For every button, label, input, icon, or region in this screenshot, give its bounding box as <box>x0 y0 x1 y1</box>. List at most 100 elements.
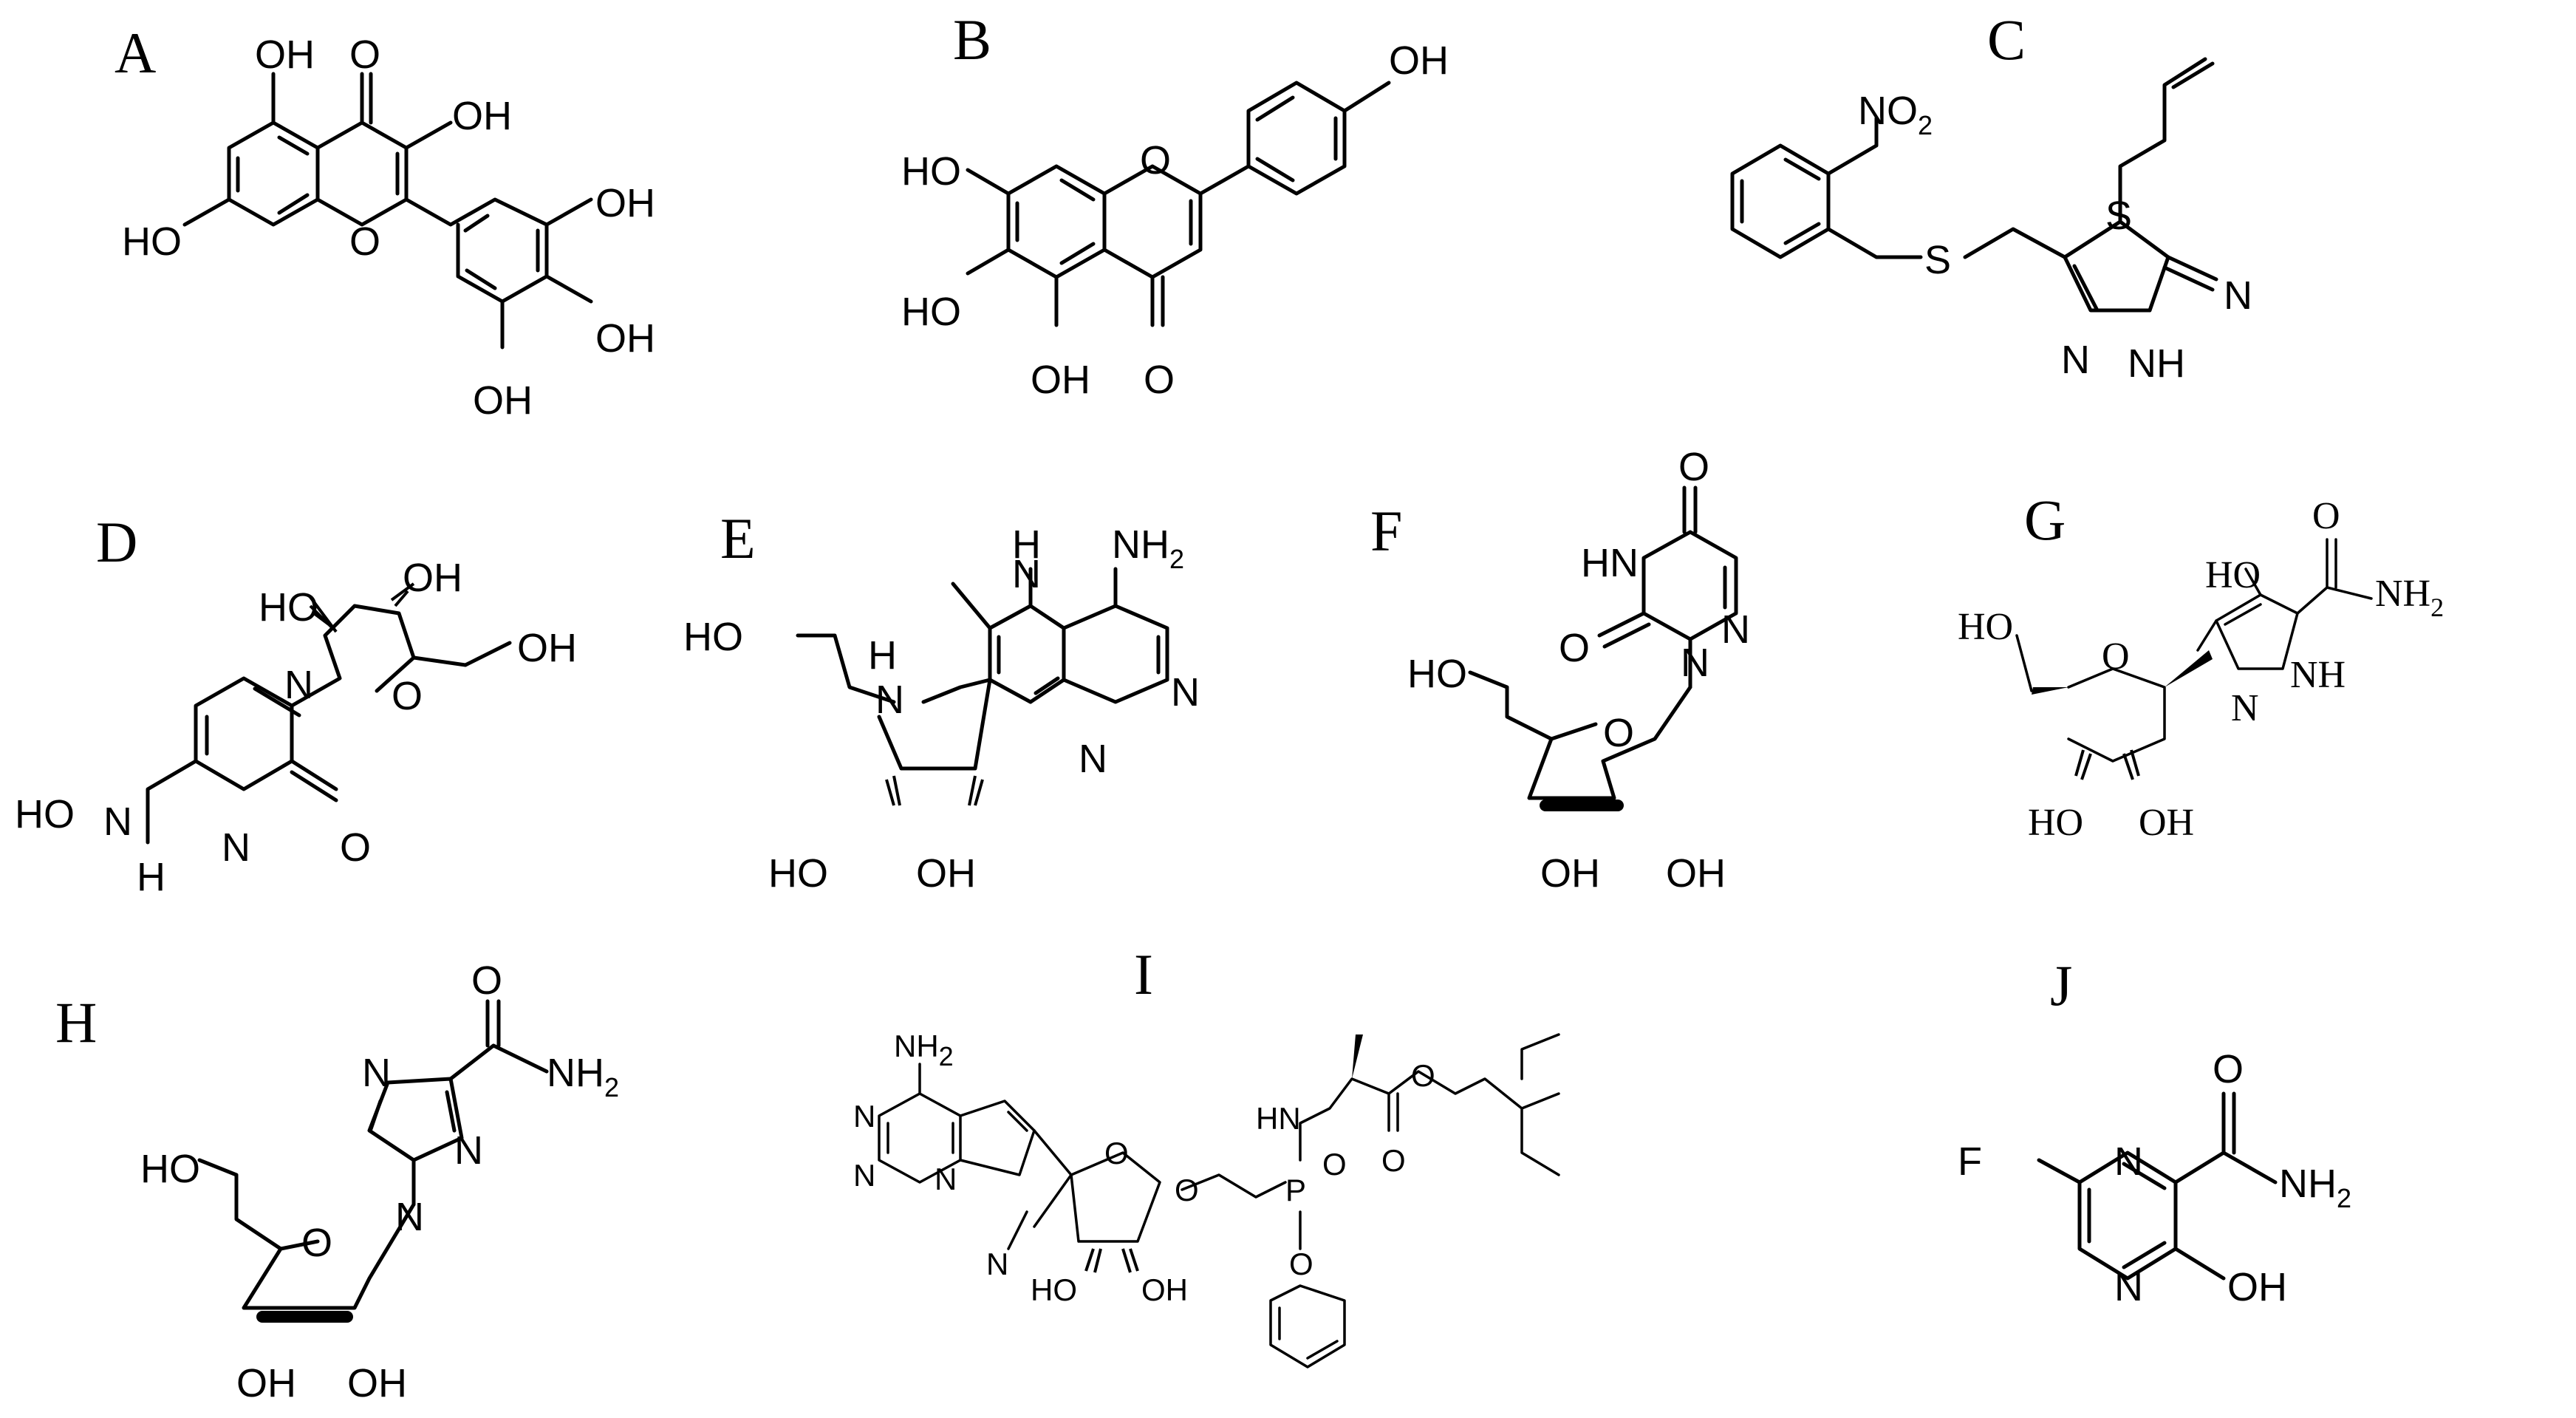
atom-oh-2p: OH <box>1666 851 1726 896</box>
atom-n-1: N <box>1681 641 1709 685</box>
panel-i: I NH2 HN O O N P O O N N O <box>853 942 1560 1368</box>
atom-ho-5p: HO <box>1958 606 2013 648</box>
atom-n-1: N <box>395 1195 424 1239</box>
atom-o-ring: O <box>2102 635 2130 678</box>
atom-o-carbonyl: O <box>1381 1143 1406 1178</box>
panel-letter-g: G <box>2024 488 2066 552</box>
atom-o-ring: O <box>392 674 423 718</box>
atom-oh-3p: OH <box>916 851 976 896</box>
atom-ho-5p: HO <box>1407 652 1467 696</box>
atom-nh2: NH2 <box>894 1029 954 1071</box>
atom-h-n4: H <box>137 855 165 899</box>
atom-ho-2p: HO <box>2028 802 2083 844</box>
atom-ho-2p: HO <box>768 851 828 896</box>
panel-d: D HO OH OH O N HO N H N O <box>15 510 577 899</box>
atom-s-thione: N <box>2224 273 2252 318</box>
atom-oh-5p: OH <box>517 626 577 670</box>
atom-oh-3p: OH <box>1540 851 1600 896</box>
atom-ho-n4: HO <box>15 792 75 836</box>
panel-b-structure <box>966 81 1391 327</box>
atom-nh2: NH2 <box>2279 1162 2351 1213</box>
panel-g-structure <box>2015 538 2373 780</box>
atom-s-thioether: S <box>1924 238 1951 282</box>
atom-ho-7: HO <box>901 149 961 194</box>
atom-n-2: N <box>454 1128 483 1173</box>
atom-ho-6: HO <box>901 290 961 334</box>
atom-p: P <box>1285 1173 1306 1207</box>
atom-n-ring-a: N <box>853 1099 875 1134</box>
atom-n-4: N <box>103 800 132 844</box>
atom-oh-5: OH <box>1031 358 1090 402</box>
atom-oh-3p: OH <box>2139 802 2194 844</box>
atom-ho-2p: HO <box>259 585 318 630</box>
atom-oh-3p: OH <box>236 1361 296 1405</box>
atom-n-1: N <box>1171 670 1200 715</box>
panel-letter-f: F <box>1370 499 1402 563</box>
atom-ho-4: HO <box>2205 554 2261 596</box>
panel-d-structure <box>146 582 512 845</box>
atom-h-pyrrolidine: H <box>868 633 897 678</box>
atom-nh2: NH2 <box>1112 522 1184 574</box>
panel-letter-i: I <box>1134 942 1153 1006</box>
atom-oh-4p: OH <box>595 316 655 361</box>
atom-o-amide: O <box>2312 495 2340 537</box>
atom-o-phosphoryl: O <box>1322 1147 1347 1182</box>
atom-oh: OH <box>2227 1265 2287 1309</box>
atom-oh-5: OH <box>255 33 315 77</box>
panel-e-structure <box>796 567 1169 806</box>
panel-b: B OH HO O HO OH O <box>901 7 1449 402</box>
atom-n-pyrazole: N <box>2231 687 2259 729</box>
atom-ho-5p: HO <box>140 1147 200 1191</box>
atom-n-ring-b: N <box>853 1158 875 1193</box>
panel-h-structure <box>197 999 549 1323</box>
atom-oh-5p: OH <box>473 378 533 423</box>
panel-f-structure <box>1468 485 1738 811</box>
atom-o-amide: O <box>2213 1047 2244 1091</box>
atom-o-5p: O <box>1175 1173 1199 1207</box>
atom-n-nitrile: N <box>986 1247 1008 1281</box>
atom-o-ring: O <box>301 1221 332 1265</box>
atom-o-ring: O <box>1603 711 1634 755</box>
atom-oh-3p: OH <box>403 556 462 600</box>
panel-letter-b: B <box>953 7 991 72</box>
atom-o-4: O <box>1144 358 1175 402</box>
panel-letter-a: A <box>115 21 156 85</box>
atom-n-indole: N <box>1012 552 1041 596</box>
atom-hn-3: HN <box>1581 541 1639 585</box>
panel-c: C NO2 S S N N NH <box>1730 7 2252 386</box>
atom-ho-2p: HO <box>1031 1272 1077 1307</box>
atom-ho-7: HO <box>122 219 182 264</box>
atom-o-2: O <box>340 825 371 870</box>
panel-a-structure <box>182 72 593 350</box>
panel-letter-j: J <box>2050 953 2072 1018</box>
atom-o-2: O <box>1559 626 1590 670</box>
atom-n-4: N <box>2114 1139 2143 1184</box>
panel-i-structure <box>878 1033 1560 1368</box>
atom-oh-3p: OH <box>595 181 655 225</box>
atom-ho-5p: HO <box>683 615 743 659</box>
atom-nh2: NH2 <box>547 1051 619 1102</box>
panel-letter-h: H <box>55 990 97 1054</box>
panel-letter-d: D <box>96 510 137 574</box>
atom-n-2: N <box>2061 338 2090 382</box>
atom-o-phenoxy: O <box>1289 1247 1313 1281</box>
atom-o-4: O <box>349 33 380 77</box>
atom-oh-3p: OH <box>1141 1272 1188 1307</box>
atom-o-ring: O <box>1140 138 1171 183</box>
atom-hn-amide: HN <box>1256 1101 1301 1136</box>
atom-o-ring: O <box>349 219 380 264</box>
atom-nh-pyrazole: NH <box>2290 654 2346 696</box>
panel-letter-c: C <box>1987 7 2026 72</box>
panel-j-structure <box>2037 1091 2278 1281</box>
atom-o-5: O <box>1678 445 1709 489</box>
atom-n-1: N <box>284 663 313 707</box>
panel-j: J O F N NH2 N OH <box>1958 953 2351 1309</box>
panel-g: G O HO NH2 HO O NH N HO OH <box>1958 488 2444 844</box>
atom-oh-3: OH <box>452 94 512 138</box>
atom-oh-2p: OH <box>347 1361 407 1405</box>
atom-n-4: N <box>362 1051 391 1095</box>
atom-oh-4p: OH <box>1389 38 1449 83</box>
atom-o-ester: O <box>1411 1058 1435 1093</box>
atom-n-4: S <box>2105 194 2132 238</box>
